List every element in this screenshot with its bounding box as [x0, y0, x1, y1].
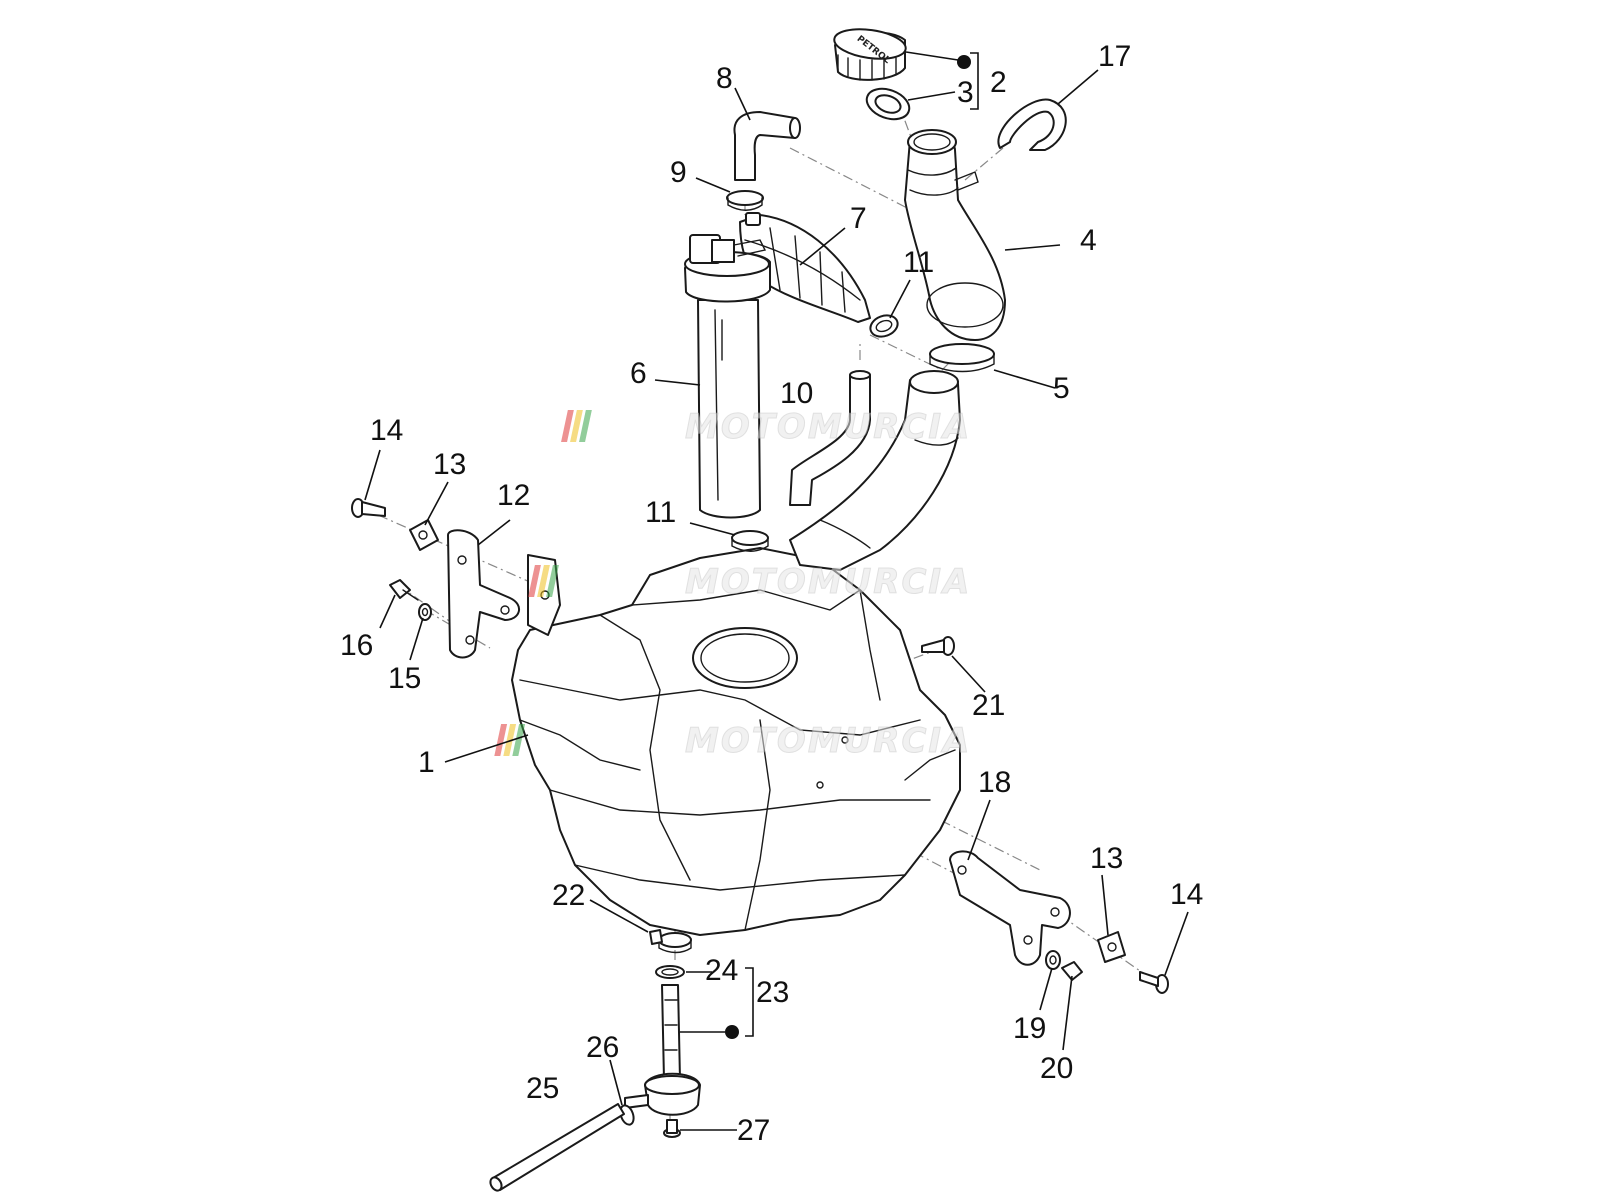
- callout-9: 9: [670, 156, 687, 189]
- washer-15: [418, 603, 432, 621]
- callout-25: 25: [526, 1072, 559, 1105]
- watermark-stripe: [579, 410, 592, 442]
- kit-dot-23: [725, 1025, 739, 1039]
- left-bracket: [447, 529, 520, 659]
- o-ring-24: [655, 965, 685, 979]
- callout-18: 18: [978, 766, 1011, 799]
- callout-5: 5: [1053, 372, 1070, 405]
- hose-clamp-11-upper: [869, 314, 899, 338]
- fuel-tap-assembly: [624, 984, 701, 1116]
- callout-1: 1: [418, 746, 435, 779]
- callout-20: 20: [1040, 1052, 1073, 1085]
- callout-12: 12: [497, 479, 530, 512]
- hose-clip-26: [619, 1104, 635, 1126]
- callout-22: 22: [552, 879, 585, 912]
- neck-clamp-band: [929, 343, 995, 373]
- callout-16: 16: [340, 629, 373, 662]
- breather-hose: [733, 111, 801, 181]
- callout-2: 2: [990, 66, 1007, 99]
- filler-lower-tube: [789, 370, 961, 571]
- callout-21: 21: [972, 689, 1005, 722]
- kit-dot-2: [957, 55, 971, 69]
- callout-11-upper: 11: [903, 246, 934, 279]
- hose-clamp-9: [726, 190, 764, 211]
- speed-nut-left: [409, 519, 439, 551]
- watermark-stripe: [561, 410, 574, 442]
- filler-neck: [904, 129, 1006, 341]
- screw-right: [1139, 971, 1169, 994]
- callout-17: 17: [1098, 40, 1131, 73]
- callout-24: 24: [705, 954, 738, 987]
- callout-23: 23: [756, 976, 789, 1009]
- screw-21: [921, 636, 955, 656]
- watermark-stripe: [528, 565, 541, 597]
- callout-6: 6: [630, 357, 647, 390]
- fuel-hose-25: [489, 1103, 625, 1192]
- overflow-hose: [789, 370, 871, 506]
- fuel-tank: [511, 547, 961, 936]
- callout-19: 19: [1013, 1012, 1046, 1045]
- speed-nut-right: [1097, 931, 1126, 963]
- callout-3: 3: [957, 76, 974, 109]
- hose-clamp-11-lower: [731, 530, 769, 552]
- fuel-cap: PETROL: [833, 28, 907, 81]
- bolt-20: [1061, 961, 1083, 981]
- watermark-stripe: [512, 724, 526, 756]
- callout-4: 4: [1080, 224, 1097, 257]
- callout-14-left: 14: [370, 414, 403, 447]
- watermark-logo: MOTOMURCIA: [494, 721, 971, 762]
- watermark-stripe: [537, 565, 550, 597]
- callout-27: 27: [737, 1114, 770, 1147]
- watermark-text: MOTOMURCIA: [685, 721, 971, 761]
- screw-left: [351, 498, 386, 518]
- watermark-stripe: [494, 724, 508, 756]
- watermark-logo: MOTOMURCIA: [528, 562, 971, 603]
- callout-13-left: 13: [433, 448, 466, 481]
- screw-27: [663, 1119, 681, 1138]
- callout-10: 10: [780, 377, 813, 410]
- hose-clip: [997, 98, 1067, 151]
- watermark-logo: MOTOMURCIA: [561, 407, 971, 448]
- watermark-text: MOTOMURCIA: [685, 562, 971, 602]
- callout-11-lower: 11: [645, 496, 676, 529]
- callout-15: 15: [388, 662, 421, 695]
- callout-numbers: 1 2 3 4 5 6 7 8 9 10 11 11 12 13 13 14 1…: [340, 40, 1203, 1147]
- clamp-22: [649, 929, 692, 954]
- cap-gasket: [865, 87, 911, 121]
- watermark-stripe: [503, 724, 517, 756]
- bolt-16: [389, 579, 419, 601]
- watermark-stripe: [570, 410, 583, 442]
- fuel-level-sender: [684, 234, 771, 519]
- callout-8: 8: [716, 62, 733, 95]
- callout-26: 26: [586, 1031, 619, 1064]
- watermark-text: MOTOMURCIA: [685, 407, 971, 447]
- callout-7: 7: [850, 202, 867, 235]
- watermark-group: MOTOMURCIA MOTOMURCIA MOTOMURCIA: [494, 407, 971, 762]
- callout-13-right: 13: [1090, 842, 1123, 875]
- leader-lines: [364, 51, 1189, 1131]
- watermark-stripe: [546, 565, 559, 597]
- right-bracket: [949, 850, 1071, 966]
- callout-14-right: 14: [1170, 878, 1203, 911]
- washer-19: [1045, 950, 1061, 970]
